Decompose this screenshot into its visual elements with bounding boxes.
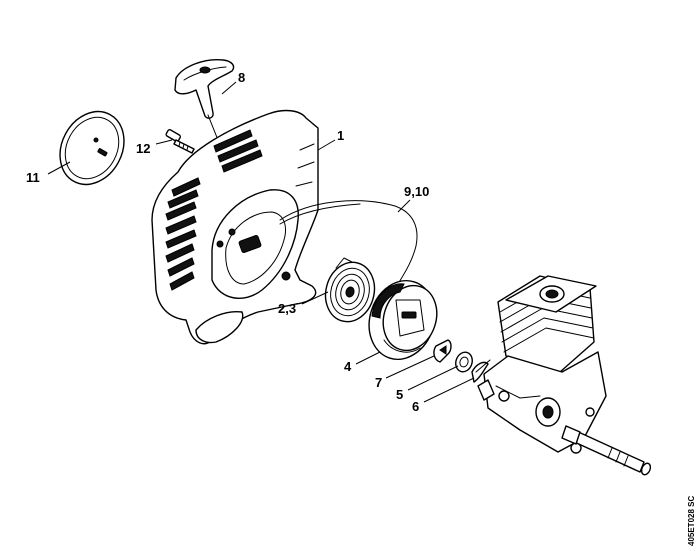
part-12-screw[interactable] (165, 129, 195, 154)
callout-7: 7 (375, 375, 382, 390)
callout-5: 5 (396, 387, 403, 402)
drawing-code: 405ET028 SC (687, 496, 696, 546)
callout-1: 1 (337, 128, 344, 143)
callout-2-3: 2,3 (278, 301, 296, 316)
part-1-fan-housing[interactable] (151, 109, 319, 345)
part-7-pawl[interactable] (433, 339, 452, 363)
callout-9-10: 9,10 (404, 184, 429, 199)
callout-4: 4 (344, 359, 352, 374)
callout-11: 11 (26, 170, 40, 185)
callout-6: 6 (412, 399, 419, 414)
part-11-cover-disc[interactable] (48, 100, 137, 195)
part-9-10-starter-rope[interactable] (279, 200, 418, 285)
leader-lines (47, 81, 475, 403)
part-2-3-rewind-spring[interactable] (319, 257, 381, 327)
callout-labels: 8 1 12 11 9,10 2,3 4 7 5 6 (26, 70, 429, 414)
part-4-rope-rotor[interactable] (359, 272, 445, 368)
callout-12: 12 (136, 141, 150, 156)
engine-cylinder-crankcase (477, 275, 652, 476)
callout-8: 8 (238, 70, 245, 85)
part-5-washer[interactable] (453, 350, 475, 374)
part-8-starter-grip[interactable] (174, 59, 235, 141)
part-6-spring-clip[interactable] (471, 359, 491, 383)
